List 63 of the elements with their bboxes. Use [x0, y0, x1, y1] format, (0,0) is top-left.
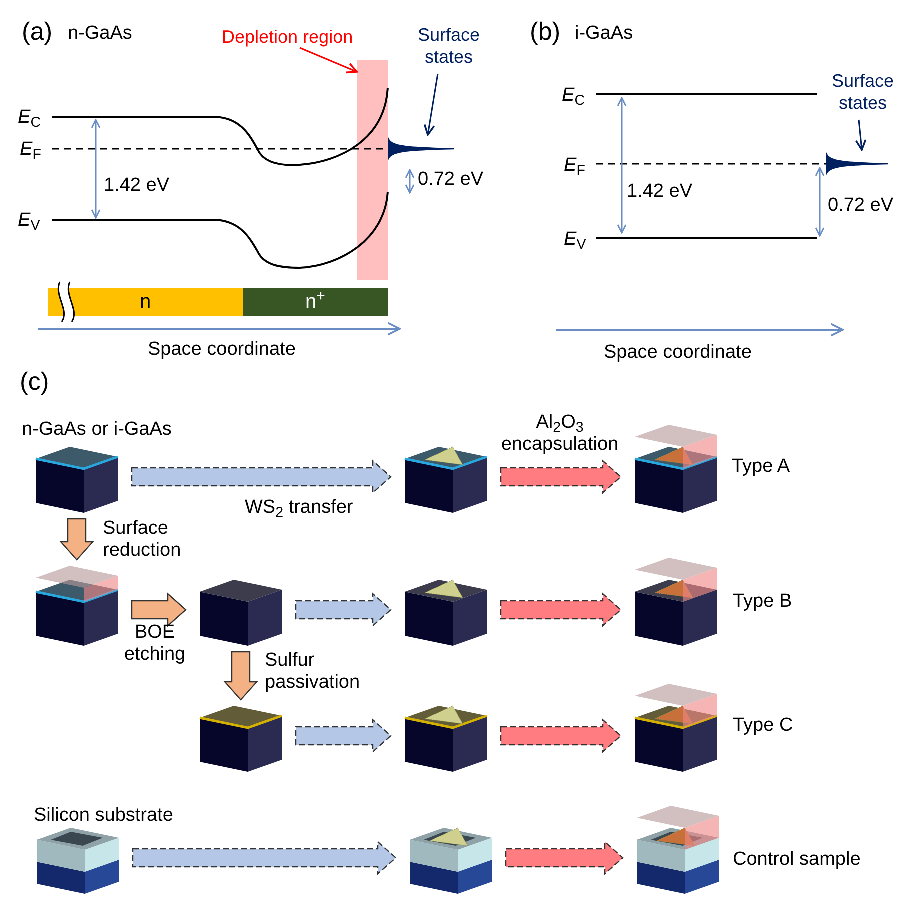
block-arrow: [500, 718, 622, 754]
energy-level-label: E$_{C}$: [18, 106, 41, 132]
sample-cube-drawing: [200, 706, 282, 772]
block-arrow: [295, 718, 392, 754]
edge-label: Surface reduction: [103, 518, 182, 562]
panel-label: (a): [22, 17, 53, 48]
block-arrow: [132, 840, 397, 876]
sample-cube-drawing: [635, 556, 717, 646]
surface-state-peak: [388, 136, 454, 162]
depletion-band: [357, 60, 388, 280]
energy-value: 0.72 eV: [828, 194, 894, 218]
sample-cube-drawing: [36, 447, 118, 513]
energy-level-label: E$_{F}$: [564, 154, 586, 180]
block-arrow: [60, 518, 94, 561]
sample-cube-drawing: [635, 423, 717, 513]
sample-cube-drawing: [36, 566, 118, 646]
block-arrow: [295, 592, 392, 628]
sample-cube-drawing: [405, 580, 487, 646]
surface-state-peak: [826, 151, 888, 177]
block-arrow: [131, 460, 392, 494]
doping-bar: n$^{+}$: [243, 288, 388, 316]
axis-label: Space coordinate: [148, 338, 296, 362]
leader-arrow: [300, 47, 358, 74]
energy-value: 0.72 eV: [418, 168, 484, 192]
block-arrow: [224, 651, 258, 701]
axis-label: Space coordinate: [604, 341, 752, 365]
panel-title: n-GaAs: [68, 22, 132, 46]
sample-label: Type C: [733, 714, 794, 738]
sample-cube-drawing: [405, 706, 487, 772]
doping-bar: n: [48, 288, 243, 316]
block-arrow: [505, 840, 624, 876]
region-label: Surface states: [823, 70, 903, 118]
sample-label: Silicon substrate: [34, 804, 174, 828]
sample-label: Type B: [733, 590, 792, 614]
leader-arrow: [424, 74, 439, 136]
sample-label: Type A: [732, 455, 790, 479]
sample-cube-drawing: [410, 828, 492, 894]
block-arrow: [500, 460, 622, 494]
sample-label: Control sample: [733, 848, 861, 872]
region-label: Surface states: [404, 24, 494, 72]
edge-label: Al$_{2}$O$_{3}$ encapsulation: [500, 412, 620, 456]
block-arrow: [131, 592, 187, 628]
edge-label: BOE etching: [123, 622, 187, 666]
sample-cube-drawing: [405, 447, 487, 513]
panel-label: (b): [530, 17, 561, 48]
panel-label: (c): [20, 367, 50, 398]
energy-level-label: E$_{V}$: [564, 228, 586, 254]
sample-cube-drawing: [637, 804, 719, 894]
leader-arrow: [855, 120, 867, 151]
energy-level-label: E$_{V}$: [18, 209, 40, 236]
sample-cube-drawing: [37, 828, 119, 894]
sample-label: n-GaAs or i-GaAs: [22, 418, 172, 442]
region-label: Depletion region: [222, 24, 398, 48]
energy-value: 1.42 eV: [627, 180, 692, 204]
sample-cube-drawing: [200, 580, 282, 646]
block-arrow: [500, 592, 622, 628]
energy-level-label: E$_{F}$: [20, 138, 42, 164]
panel-title: i-GaAs: [575, 22, 634, 46]
energy-value: 1.42 eV: [104, 174, 170, 198]
edge-label: Sulfur passivation: [265, 650, 362, 694]
sample-cube-drawing: [635, 682, 717, 772]
edge-label: WS$_{2}$ transfer: [245, 496, 354, 522]
energy-level-label: E$_{C}$: [562, 84, 585, 110]
